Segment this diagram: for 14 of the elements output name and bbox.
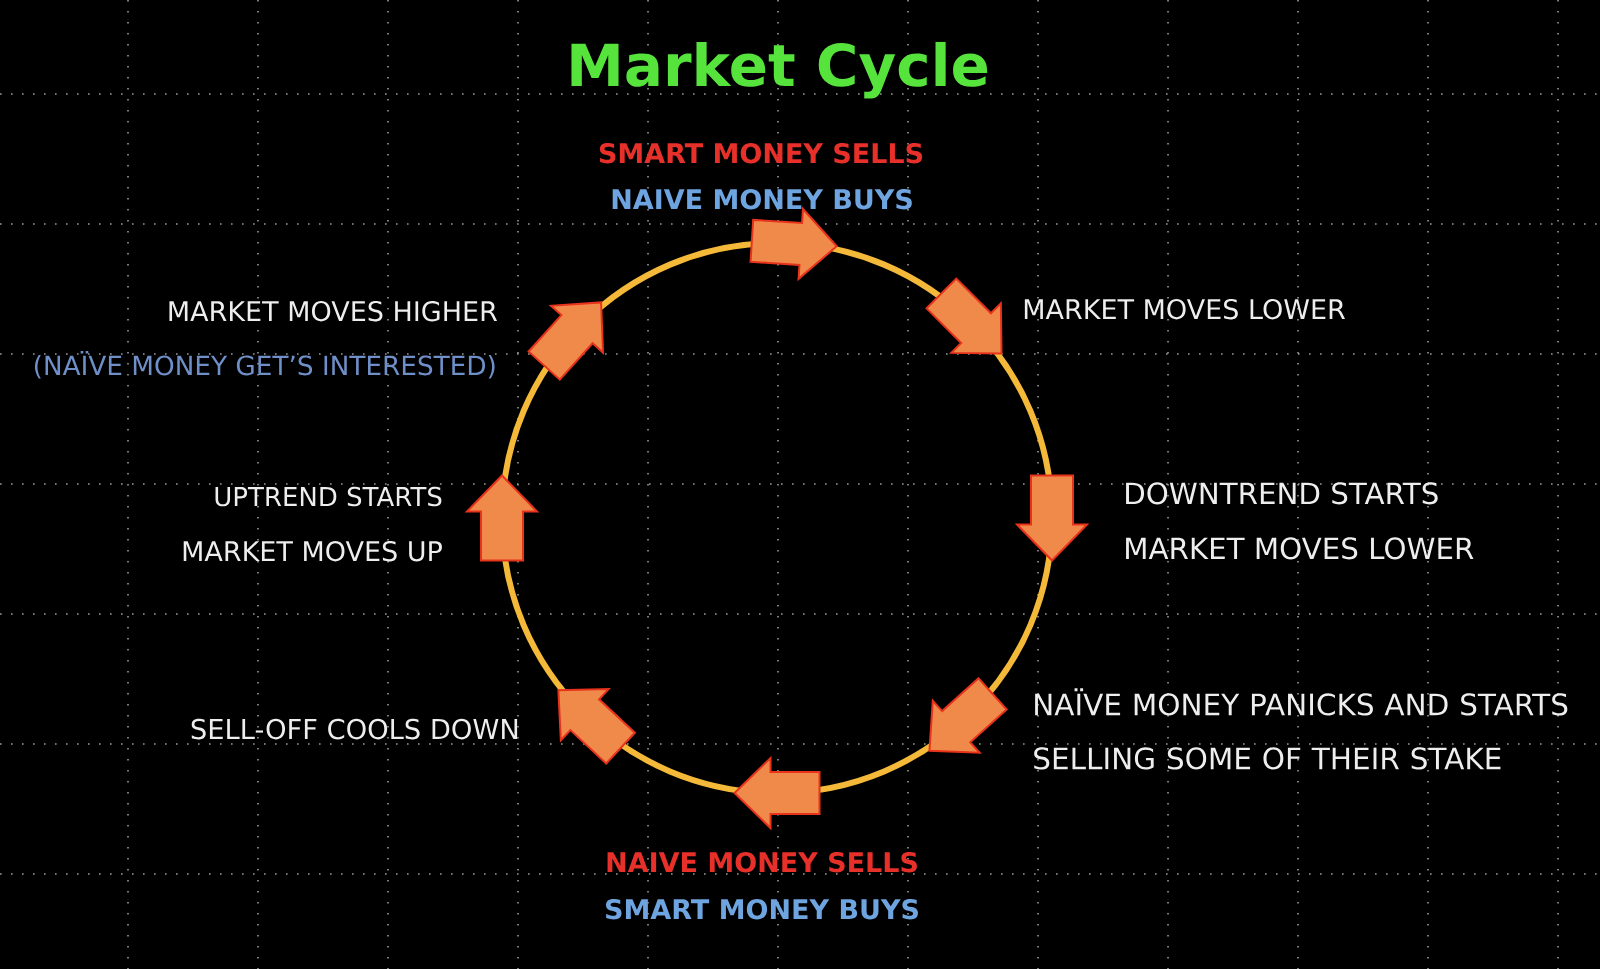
label: MARKET MOVES HIGHER — [169, 300, 498, 322]
label: (NAÏVE MONEY GET’S INTERESTED) — [34, 351, 495, 379]
label: DOWNTREND STARTS — [1126, 482, 1438, 505]
label: NAIVE MONEY BUYS — [612, 188, 912, 210]
label: SMART MONEY BUYS — [606, 898, 918, 920]
label: NAIVE MONEY SELLS — [607, 851, 917, 873]
label: SMART MONEY SELLS — [599, 142, 923, 164]
label: MARKET MOVES UP — [183, 540, 442, 562]
label: UPTREND STARTS — [215, 486, 442, 507]
label: NAÏVE MONEY PANICKS AND STARTS SELLING SOME OF THEIR STAKE — [1034, 688, 1568, 770]
title: Market Cycle — [571, 41, 988, 99]
label: MARKET MOVES LOWER — [1126, 537, 1474, 560]
label: MARKET MOVES LOWER — [1024, 298, 1346, 320]
label: SELL-OFF COOLS DOWN — [191, 718, 518, 740]
